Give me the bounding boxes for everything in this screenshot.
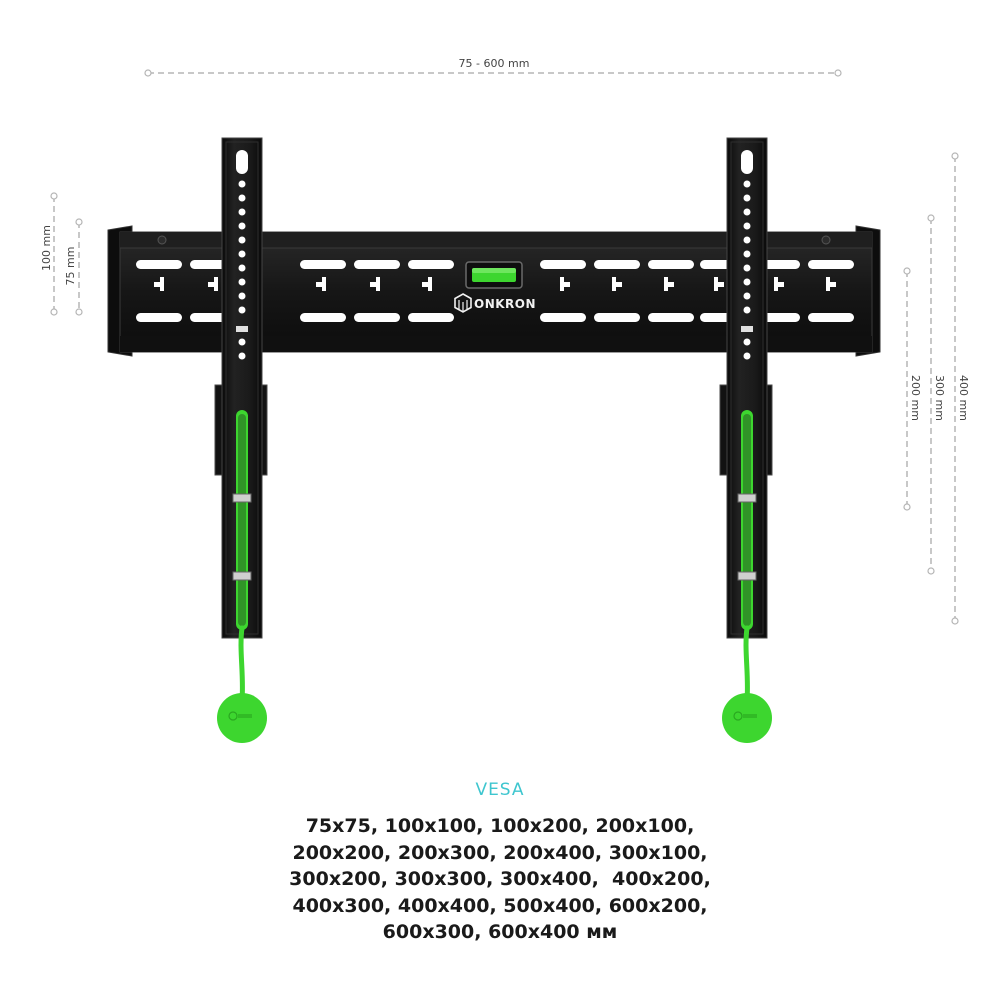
left-dimension-100-label: 100 mm <box>40 225 53 271</box>
right-dimension-200-label: 200 mm <box>909 375 922 421</box>
vesa-compatibility-list: 75x75, 100x100, 100x200, 200x100, 200x20… <box>0 813 1000 946</box>
vesa-line: 300x200, 300x300, 300x400, 400x200, <box>289 868 711 890</box>
horizontal-dimension-label: 75 - 600 mm <box>459 57 530 70</box>
onkron-logo: ONKRON <box>454 293 536 313</box>
vesa-line: 600x300, 600x400 мм <box>382 921 618 943</box>
vesa-line: 400x300, 400x400, 500x400, 600x200, <box>292 894 708 917</box>
right-mounting-arm <box>719 137 773 743</box>
onkron-logo-icon <box>454 293 472 313</box>
left-dimension-75-label: 75 mm <box>64 247 77 286</box>
horizontal-dimension: 75 - 600 mm <box>144 57 842 77</box>
right-dimension-400: 400 mm <box>951 152 970 625</box>
vesa-line: 75x75, 100x100, 100x200, 200x100, <box>305 815 695 837</box>
onkron-logo-text: ONKRON <box>474 297 536 311</box>
vesa-line: 200x200, 200x300, 200x400, 300x100, <box>292 841 708 864</box>
right-dimension-200: 200 mm <box>903 267 922 511</box>
right-dimension-400-label: 400 mm <box>957 375 970 421</box>
vesa-title: VESA <box>475 780 525 800</box>
right-dimension-300-label: 300 mm <box>933 375 946 421</box>
left-mounting-arm <box>214 137 268 743</box>
left-dimension-75: 75 mm <box>64 218 83 316</box>
left-dimension-100: 100 mm <box>40 192 58 316</box>
right-dimension-300: 300 mm <box>927 214 946 575</box>
spirit-level <box>465 261 523 289</box>
